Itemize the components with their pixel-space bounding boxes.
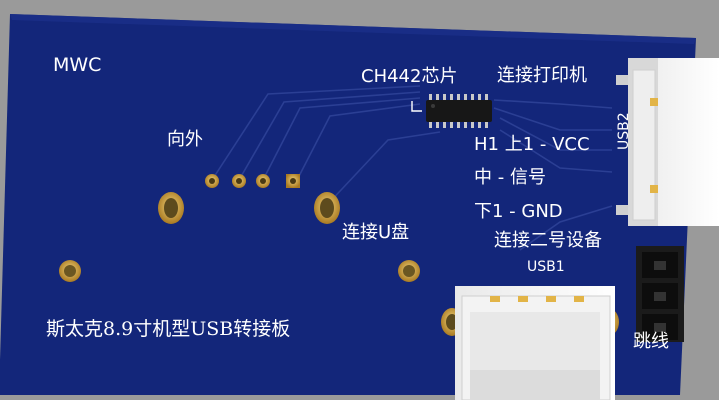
brand-label: MWC [53,54,102,76]
gnd-label: 下1 - GND [474,201,563,222]
device2-label: 连接二号设备 [494,230,602,251]
signal-label: 中 - 信号 [474,167,546,188]
pcb-traces [211,85,613,251]
usb1-ref-label: USB1 [527,259,565,275]
chip-label: CH442芯片 [361,66,458,87]
printer-label: 连接打印机 [497,65,587,86]
board-title: 斯太克8.9寸机型USB转接板 [46,318,291,340]
usb1-connector [441,286,619,400]
direction-label: 向外 [167,129,203,150]
ch442-chip [426,94,492,128]
jumper-header [636,246,684,342]
udisk-label: 连接U盘 [342,222,410,243]
pcb-board-edge [10,14,696,44]
jumper-label: 跳线 [633,331,669,352]
chip-u5-silkscreen [411,101,422,112]
h1-vcc-label: H1 上1 - VCC [474,134,590,155]
usb2-connector [616,58,719,226]
usb2-ref-label: USB2 [616,112,632,150]
usb-pin-pads [205,174,300,188]
